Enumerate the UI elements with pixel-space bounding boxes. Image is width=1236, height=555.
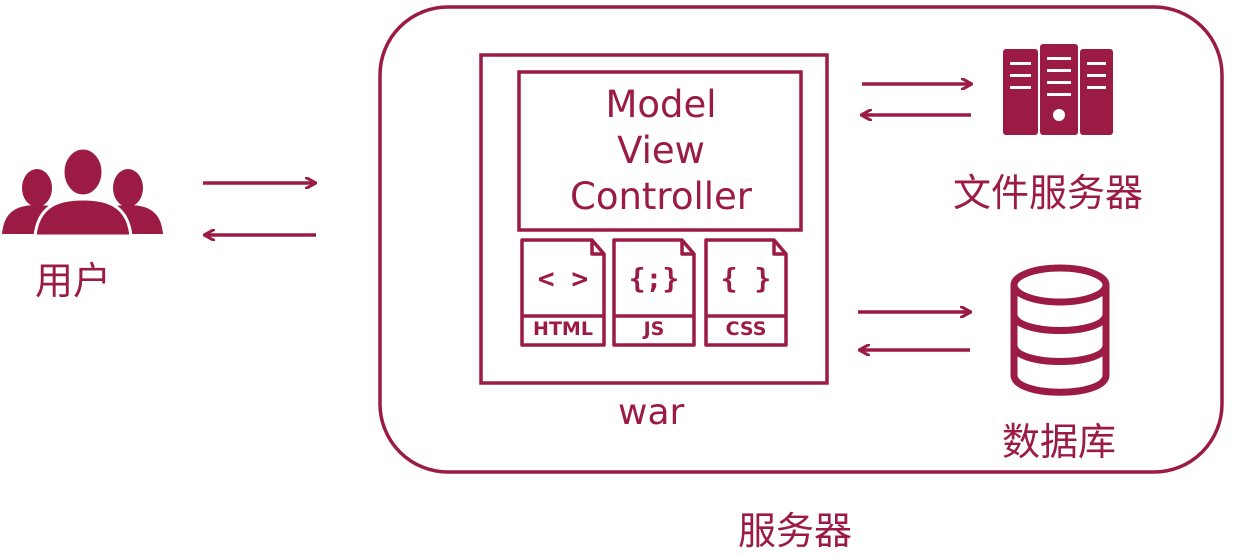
mvc-model-label: Model (605, 83, 717, 126)
user-label: 用户 (35, 259, 112, 303)
war-label: war (618, 392, 685, 433)
server-boundary (378, 5, 1224, 474)
mvc-labels: Model View Controller (522, 82, 800, 220)
mvc-view-label: View (617, 129, 705, 172)
mvc-controller-label: Controller (569, 175, 752, 218)
mvc-box (517, 70, 803, 232)
database-icon (1010, 264, 1110, 396)
war-box (479, 53, 829, 385)
html-file-tag: HTML (533, 318, 593, 340)
database-label: 数据库 (1002, 420, 1117, 464)
html-file-icon (520, 238, 606, 347)
file-server-label: 文件服务器 (953, 171, 1144, 215)
server-label: 服务器 (738, 509, 853, 553)
server-rack-icon (1003, 44, 1113, 135)
js-file-icon (612, 238, 696, 347)
css-file-glyph: { } (720, 262, 772, 295)
js-file-tag: JS (643, 318, 665, 340)
users-group-icon (2, 146, 163, 238)
css-file-icon (704, 238, 788, 347)
css-file-tag: CSS (725, 318, 767, 340)
js-file-glyph: {;} (628, 262, 680, 295)
html-file-glyph: < > (537, 262, 589, 295)
